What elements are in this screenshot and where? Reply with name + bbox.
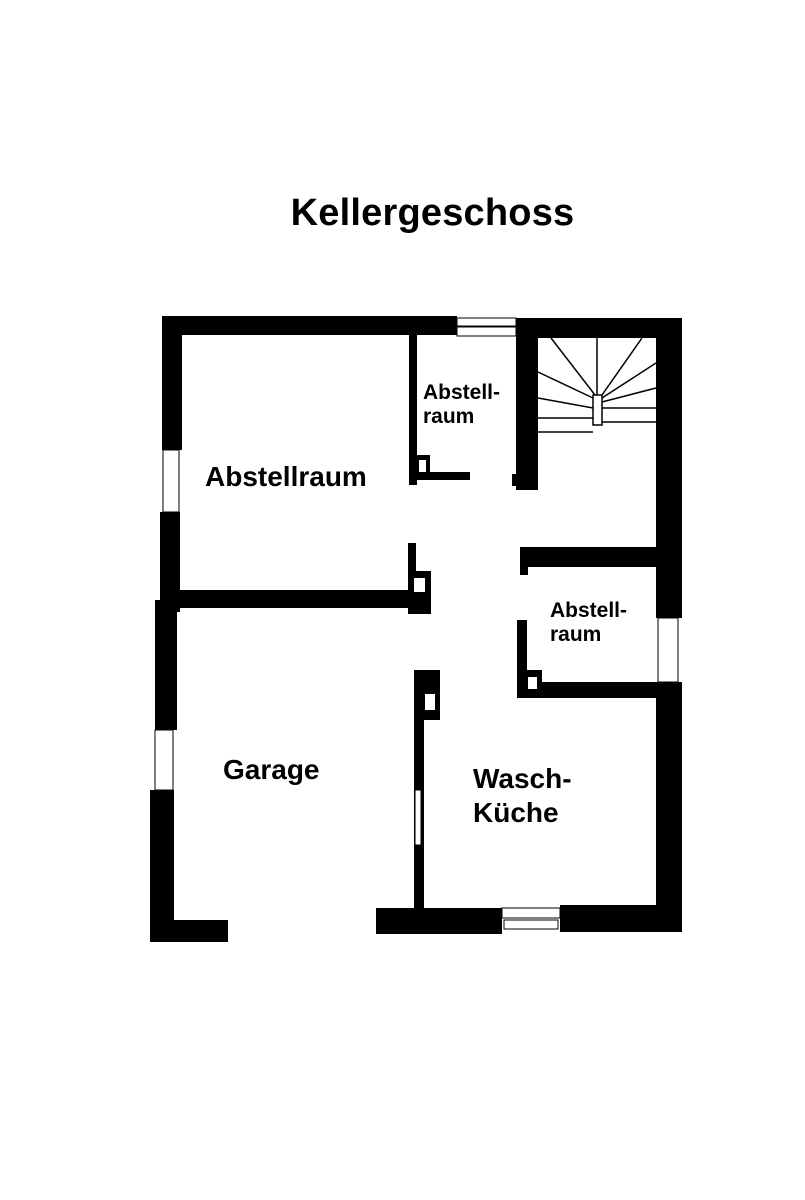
floor-title: Kellergeschoss [290, 192, 575, 234]
walls [150, 316, 682, 942]
room-label-abstellraum: Abstellraum [205, 461, 367, 492]
room-label-abstellraum-right: Abstell- raum [550, 599, 627, 647]
room-label-abstellraum-top: Abstell- raum [423, 381, 500, 429]
label-line: Küche [473, 796, 559, 828]
label-line: raum [550, 623, 602, 647]
label-line: Abstell- [550, 599, 628, 622]
room-label-garage: Garage [223, 754, 320, 785]
label-line: raum [423, 405, 475, 429]
openings [414, 460, 537, 710]
label-line: Wasch- [473, 763, 572, 794]
label-line: Abstell- [423, 381, 501, 404]
room-label-waschkueche: Wasch- Küche [473, 762, 572, 829]
staircase [537, 337, 657, 433]
windows [154, 317, 679, 930]
